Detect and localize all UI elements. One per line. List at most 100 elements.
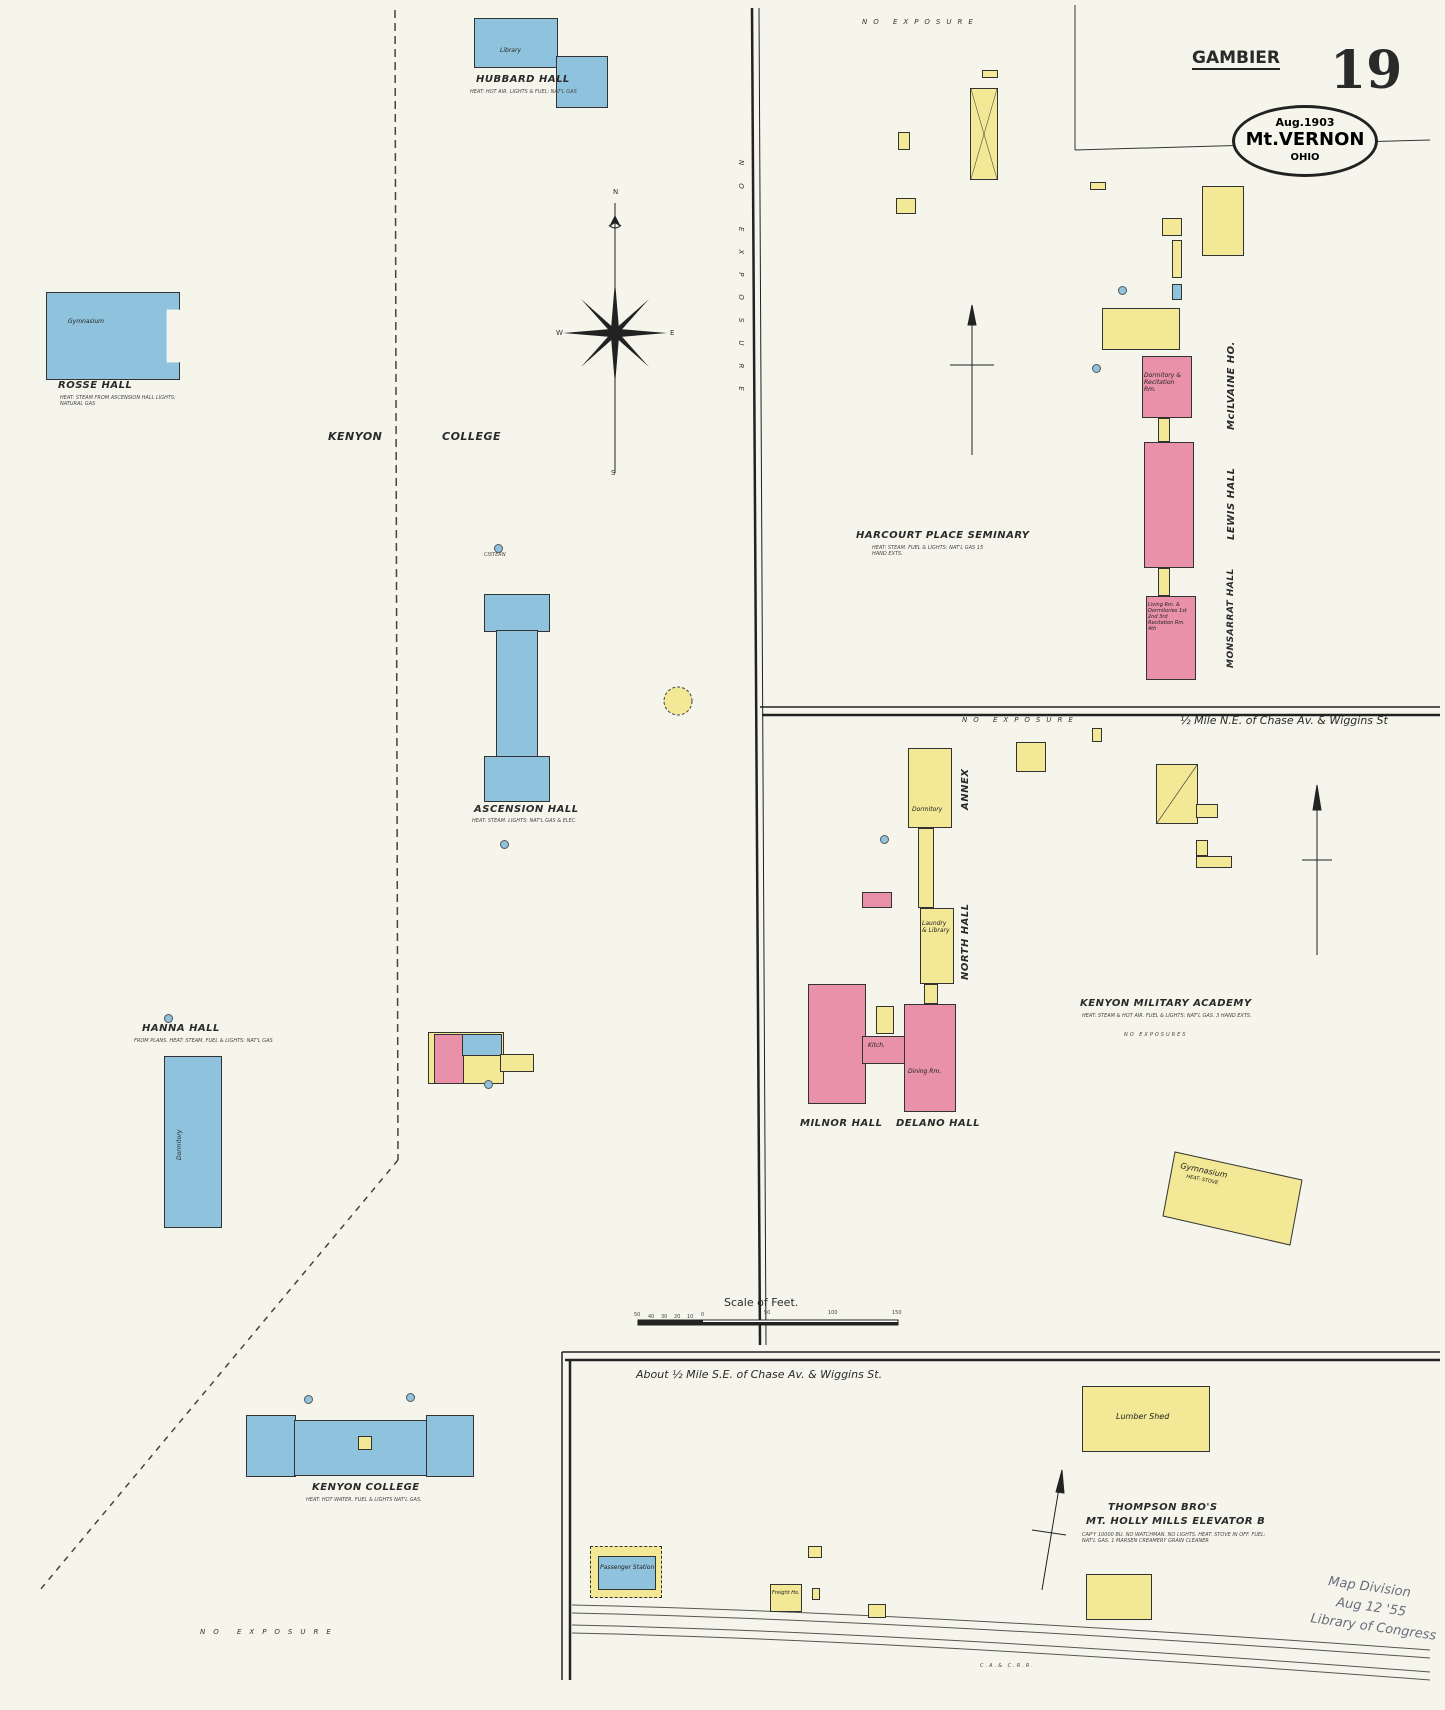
kenyon-college-west [246, 1415, 296, 1477]
seal-city: Mt.VERNON [1245, 129, 1365, 150]
shed-f3 [1196, 840, 1208, 856]
harcourt-shed-1 [982, 70, 998, 78]
harcourt-ice [896, 198, 916, 214]
laundry-text: Laundry & Library [922, 920, 950, 934]
ascension-hall-center [496, 630, 538, 760]
railroad-label: C.A.& C.R.R. [980, 1663, 1035, 1669]
no-exposure-top: NO EXPOSURE [862, 18, 979, 26]
kitch-text: Kitch. [868, 1042, 885, 1049]
scale-tick-4: 20 [674, 1314, 681, 1320]
monsarrat-hall-building [1146, 596, 1196, 680]
dwelling-f [1156, 764, 1198, 824]
annex-label: ANNEX [960, 768, 971, 810]
shed-f2 [1196, 856, 1232, 868]
small-shed-b2 [868, 1604, 886, 1618]
kenyon-college-tower [358, 1436, 372, 1450]
harcourt-shed-3 [1090, 182, 1106, 190]
military-academy-note: HEAT: STEAM & HOT AIR. FUEL & LIGHTS: NA… [1082, 1013, 1252, 1019]
library-text: Library [500, 47, 521, 54]
kenyon-college-note: HEAT: HOT WATER. FUEL & LIGHTS NAT'L GAS… [306, 1497, 422, 1503]
compass-n: N [613, 188, 619, 196]
hubbard-hall-building [474, 18, 558, 68]
military-location: ½ Mile N.E. of Chase Av. & Wiggins St [1180, 714, 1388, 727]
harcourt-shed-6 [1172, 284, 1182, 300]
lumber-shed-text: Lumber Shed [1116, 1412, 1170, 1421]
rosse-hall-note: HEAT: STEAM FROM ASCENSION HALL LIGHTS: … [60, 395, 176, 407]
military-academy-label: KENYON MILITARY ACADEMY [1080, 998, 1252, 1009]
cistern-8 [1092, 364, 1101, 373]
lumber-shed [1082, 1386, 1210, 1452]
passenger-station-text: Passenger Station [600, 1564, 655, 1571]
thompson-label-2: MT. HOLLY MILLS ELEVATOR B [1086, 1516, 1266, 1527]
mcilvaine-label: McILVAINE HO. [1226, 341, 1237, 430]
passage-to-delano [924, 984, 938, 1004]
harcourt-barn [970, 88, 998, 180]
harcourt-shed-4 [1162, 218, 1182, 236]
rosse-gym-text: Gymnasium [68, 318, 104, 325]
freight-ho-text: Freight Ho. [772, 1590, 800, 1596]
delano-hall-building [904, 1004, 956, 1112]
kenyon-college-label: KENYON COLLEGE [312, 1482, 420, 1493]
rosse-hall-label: ROSSE HALL [58, 380, 133, 391]
hubbard-hall-label: HUBBARD HALL [476, 74, 570, 85]
ascension-hall-note: HEAT: STEAM. LIGHTS: NAT'L GAS & ELEC. [472, 818, 577, 824]
cistern-label: CISTERN [484, 552, 506, 558]
lewis-hall-building [1144, 442, 1194, 568]
harcourt-shed-5 [1172, 240, 1182, 278]
compass-w: W [556, 329, 563, 337]
cistern-6 [406, 1393, 415, 1402]
cistern-5 [304, 1395, 313, 1404]
north-hall-label: NORTH HALL [960, 903, 971, 980]
covered-passage [918, 828, 934, 908]
southeast-location: About ½ Mile S.E. of Chase Av. & Wiggins… [636, 1368, 883, 1381]
hubbard-hall-note: HEAT: HOT AIR. LIGHTS & FUEL: NAT'L GAS [470, 89, 577, 95]
hanna-hall-label: HANNA HALL [142, 1023, 220, 1034]
harcourt-dwelling [1202, 186, 1244, 256]
compass-e: E [670, 329, 675, 337]
milnor-hall-label: MILNOR HALL [800, 1118, 883, 1129]
annex-dormitory [908, 748, 952, 828]
cistern-2 [500, 840, 509, 849]
boiler-rm [862, 892, 892, 908]
small-shed-b1 [808, 1546, 822, 1558]
building-b-ell [500, 1054, 534, 1072]
monsarrat-label: MONSARRAT HALL [1226, 568, 1236, 668]
thompson-label-1: THOMPSON BRO'S [1108, 1502, 1218, 1513]
lewis-hall-label: LEWIS HALL [1226, 467, 1237, 541]
dorm-recitation-text: Dormitory & Recitation Rm. [1144, 372, 1181, 393]
cistern-9 [880, 835, 889, 844]
harcourt-passage [1158, 418, 1170, 442]
seal-state: OHIO [1290, 152, 1320, 163]
no-exposure-bottom: NO EXPOSURE [200, 1628, 339, 1636]
no-exposure-vertical: NO EXPOSURE [737, 160, 745, 409]
harcourt-label: HARCOURT PLACE SEMINARY [856, 530, 1030, 541]
thompson-note: CAP'Y 10000 BU. NO WATCHMAN. NO LIGHTS. … [1082, 1532, 1266, 1544]
cistern-3 [164, 1014, 173, 1023]
town-name: GAMBIER [1192, 48, 1281, 70]
military-no-exposures: NO EXPOSURES [1124, 1032, 1188, 1038]
building-b-brick [434, 1034, 464, 1084]
scale-tick-8: 100 [828, 1310, 838, 1316]
freight-house [770, 1584, 802, 1612]
city-seal: Aug.1903 Mt.VERNON OHIO [1232, 105, 1378, 177]
ascension-hall-south [484, 756, 550, 802]
dwelling-d [1016, 742, 1046, 772]
scale-tick-7: 50 [764, 1310, 771, 1316]
mcilvaine-ho [1142, 356, 1192, 418]
hanna-hall-building [164, 1056, 222, 1228]
harcourt-shed-2 [898, 132, 910, 150]
hanna-dormitory-text: Dormitory [176, 1129, 183, 1160]
milnor-hall-building [808, 984, 866, 1104]
kitchen-connector [862, 1036, 906, 1064]
building-b-stone [462, 1034, 502, 1056]
passenger-station [598, 1556, 656, 1590]
scale-tick-6: 0 [701, 1312, 705, 1318]
compass-s: S [611, 469, 616, 477]
cistern-1 [494, 544, 503, 553]
cistern-4 [484, 1080, 493, 1089]
harcourt-note: HEAT: STEAM. FUEL & LIGHTS: NAT'L GAS 15… [872, 545, 984, 557]
kenyon-college-east [426, 1415, 474, 1477]
dwelling-f-ell [1196, 804, 1218, 818]
